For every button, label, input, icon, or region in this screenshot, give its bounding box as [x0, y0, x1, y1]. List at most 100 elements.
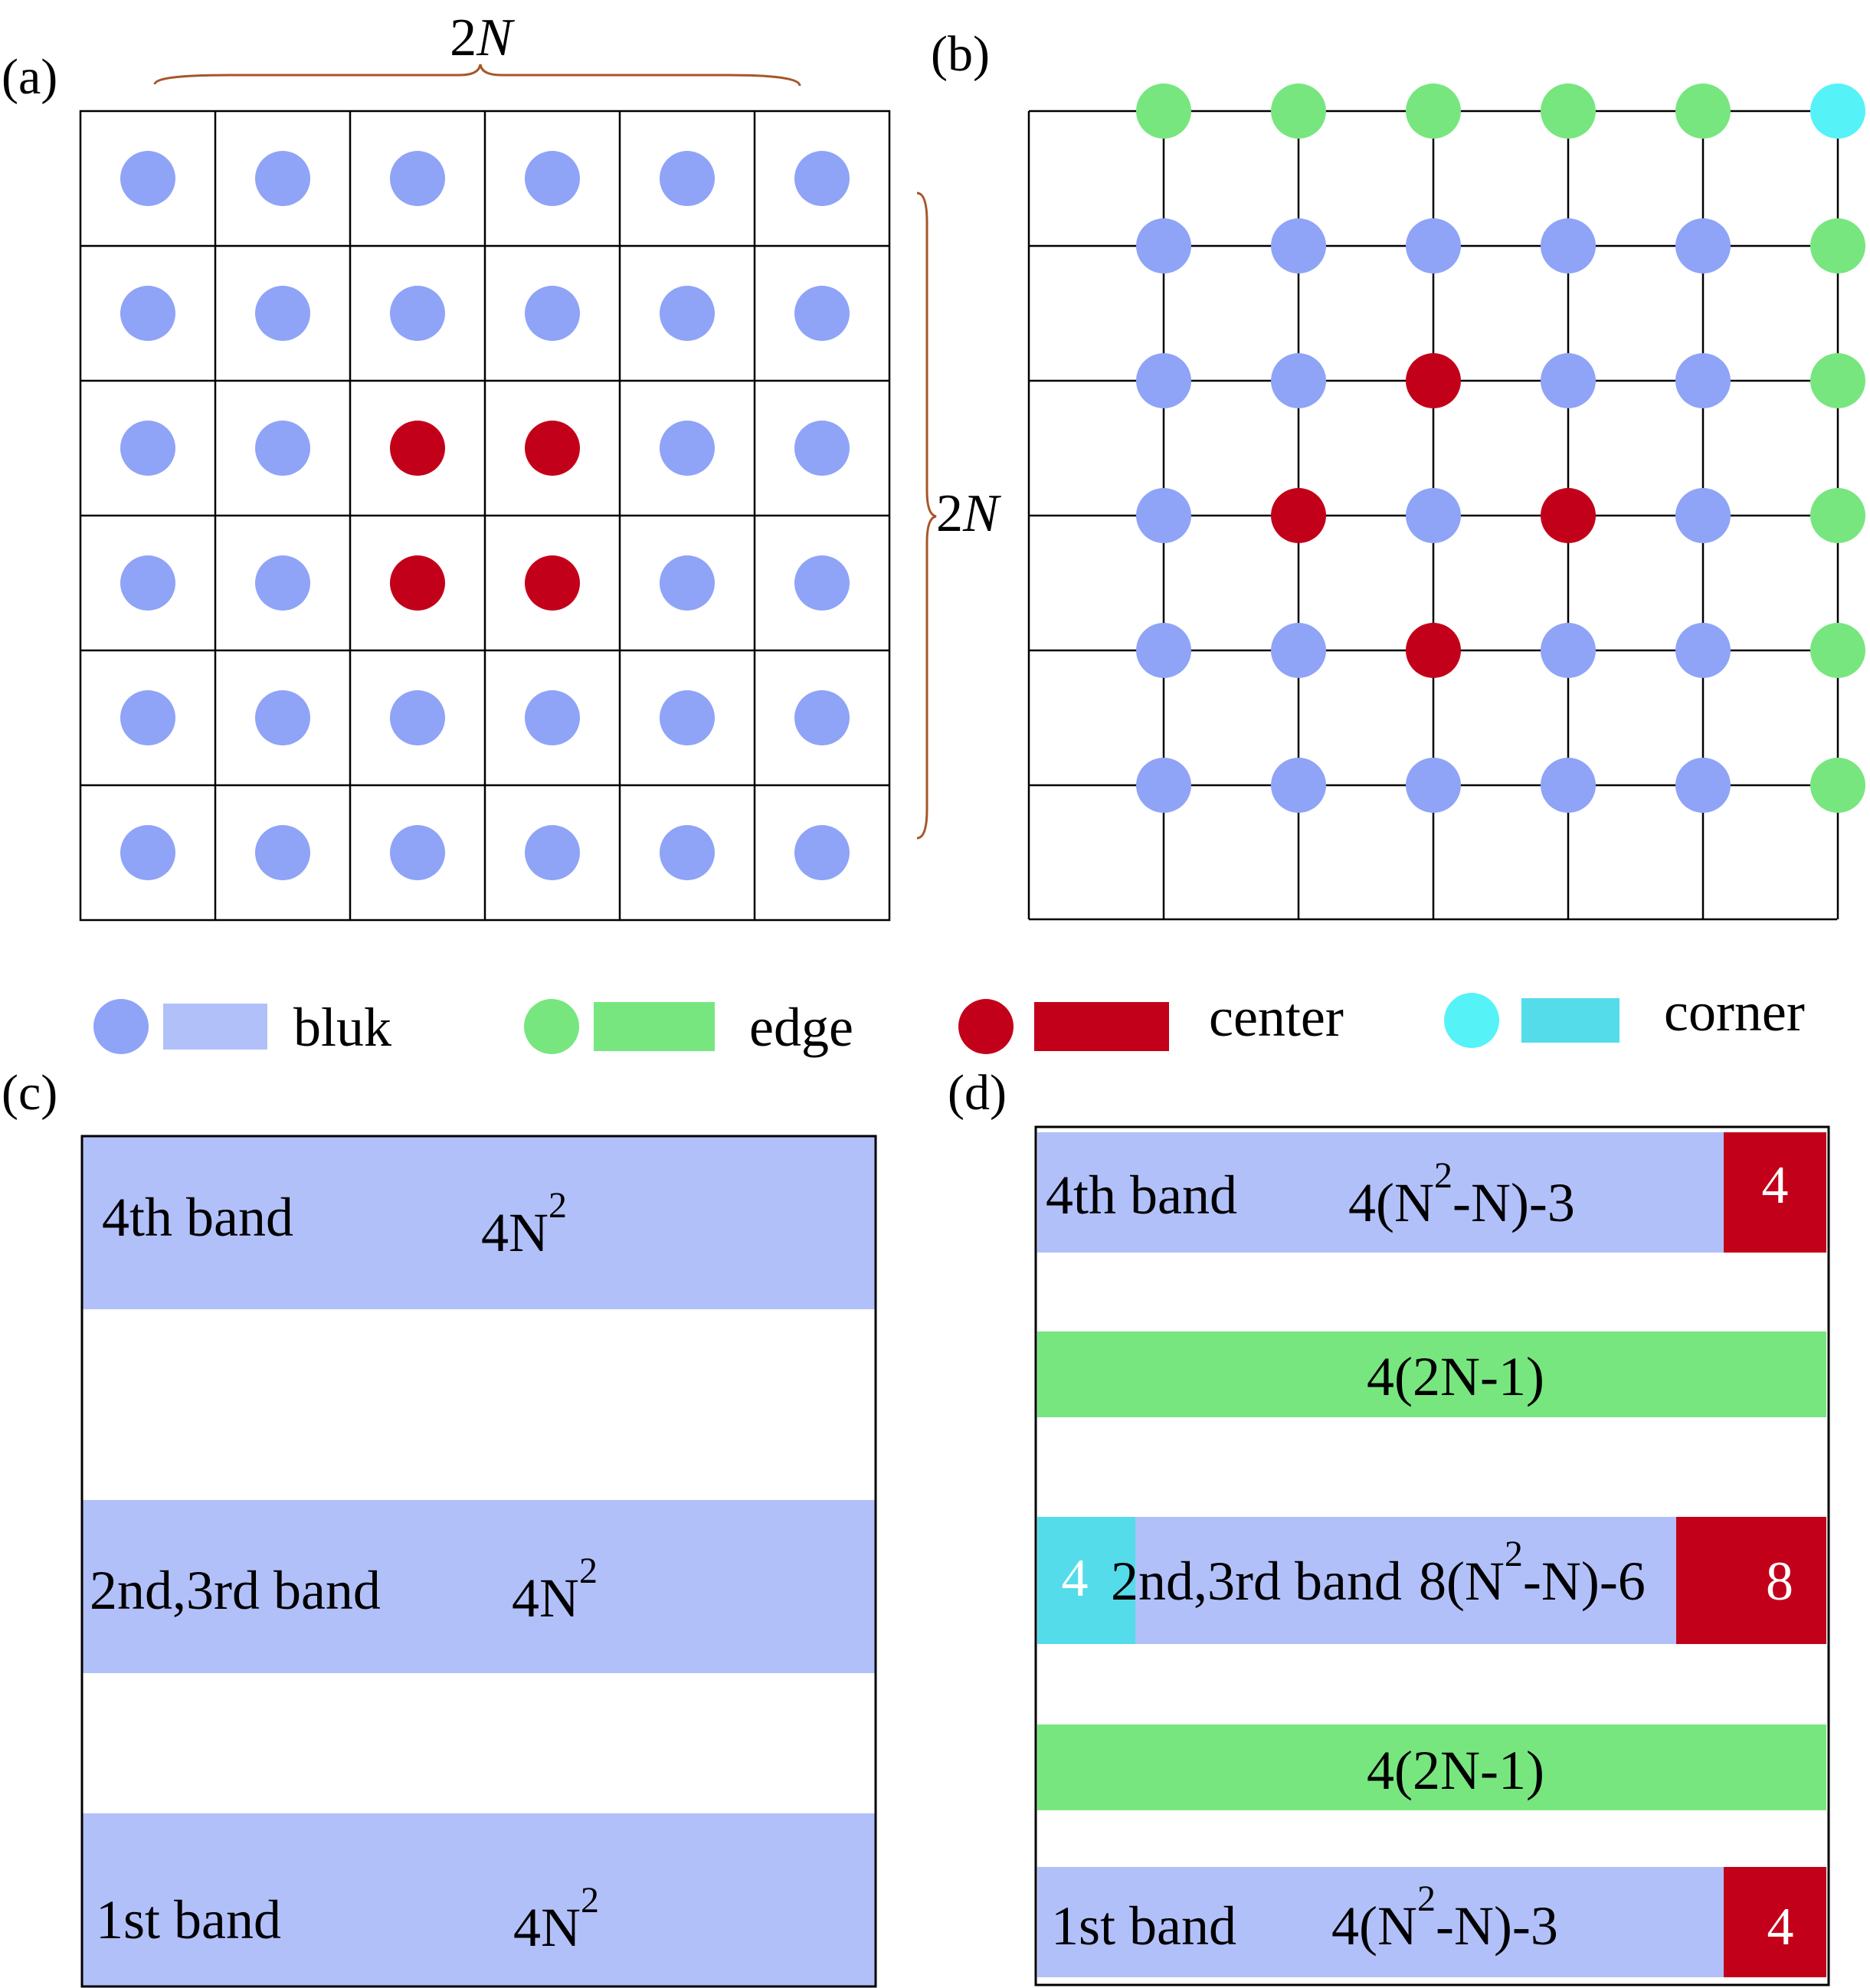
- panel-b-site-bulk: [1271, 758, 1326, 813]
- panel-c-1st-count: 4N2: [513, 1880, 599, 1958]
- panel-d-4th-count: 4(N2-N)-3: [1348, 1155, 1575, 1233]
- legend-bar-bulk: [163, 1004, 267, 1050]
- panel-a-height-brace: [916, 192, 937, 840]
- legend-label-edge: edge: [749, 997, 853, 1058]
- panel-d-1st-center-block: [1724, 1867, 1826, 1977]
- panel-b-site-bulk: [1136, 218, 1191, 273]
- panel-b-site-center: [1271, 488, 1326, 543]
- panel-d-edge-band-lower: [1037, 1724, 1826, 1810]
- panel-b-site-corner: [1810, 84, 1865, 139]
- panel-b-site-bulk: [1406, 218, 1461, 273]
- panel-a-site-bulk: [390, 825, 445, 880]
- panel-a-width-label: 2N: [450, 8, 515, 67]
- panel-b-site-edge: [1810, 623, 1865, 678]
- panel-b-site-edge: [1810, 758, 1865, 813]
- panel-b-site-bulk: [1675, 758, 1731, 813]
- panel-c-1st-name: 1st band: [96, 1889, 281, 1950]
- panel-d-1st-count: 4(N2-N)-3: [1331, 1878, 1558, 1957]
- panel-a-site-bulk: [120, 151, 175, 206]
- panel-b-site-center: [1406, 353, 1461, 408]
- panel-a-site-bulk: [120, 286, 175, 341]
- panel-b-site-center: [1406, 623, 1461, 678]
- panel-d-2nd-3rd-center-block: [1676, 1517, 1826, 1644]
- panel-b-site-bulk: [1271, 218, 1326, 273]
- panel-d-label: (d): [948, 1065, 1007, 1121]
- panel-a-sites: [120, 151, 850, 880]
- panel-a-site-bulk: [794, 690, 850, 745]
- legend-dot-edge: [524, 999, 579, 1054]
- panel-b-site-bulk: [1541, 623, 1596, 678]
- panel-d-2nd-3rd-center-count: 8: [1766, 1551, 1793, 1612]
- panel-b-site-edge: [1810, 488, 1865, 543]
- panel-c-band-4th: [82, 1136, 876, 1309]
- panel-a-site-bulk: [525, 286, 580, 341]
- panel-a-site-bulk: [390, 690, 445, 745]
- panel-b-site-bulk: [1541, 353, 1596, 408]
- legend-label-bulk: bluk: [293, 997, 391, 1058]
- legend-dot-corner: [1444, 993, 1499, 1048]
- panel-c-frame: [80, 1135, 877, 1988]
- panel-b-site-bulk: [1136, 623, 1191, 678]
- panel-a-width-brace: [153, 64, 801, 87]
- panel-d-4th-name: 4th band: [1046, 1164, 1237, 1226]
- panel-a-site-bulk: [120, 825, 175, 880]
- panel-b-sites: [1136, 84, 1865, 813]
- panel-a-site-center: [390, 555, 445, 611]
- panel-a-site-bulk: [660, 151, 715, 206]
- panel-a-site-bulk: [255, 151, 310, 206]
- panel-b-site-bulk: [1406, 488, 1461, 543]
- panel-a-site-bulk: [794, 151, 850, 206]
- panel-b-site-edge: [1810, 218, 1865, 273]
- panel-d-corner-count: 4: [1062, 1549, 1089, 1608]
- panel-a-site-center: [525, 555, 580, 611]
- panel-a-site-bulk: [255, 421, 310, 476]
- panel-b-site-bulk: [1136, 353, 1191, 408]
- panel-d-band-2nd-3rd: [1135, 1517, 1676, 1644]
- panel-a-site-bulk: [525, 151, 580, 206]
- legend-dot-center: [958, 999, 1014, 1054]
- panel-d-band-4th: [1037, 1132, 1724, 1253]
- panel-c-2nd-3rd-count: 4N2: [512, 1551, 598, 1629]
- panel-b-site-bulk: [1541, 218, 1596, 273]
- panel-a-site-bulk: [525, 690, 580, 745]
- panel-a-site-bulk: [120, 421, 175, 476]
- panel-c-band-2nd-3rd: [82, 1500, 876, 1673]
- panel-d-4th-center-count: 4: [1762, 1156, 1789, 1215]
- panel-c-label: (c): [2, 1065, 57, 1121]
- panel-b-label: (b): [931, 26, 990, 82]
- legend: bluk edge center corner: [93, 981, 1805, 1058]
- panel-a-site-bulk: [660, 421, 715, 476]
- panel-a-site-bulk: [794, 825, 850, 880]
- panel-d-1st-center-count: 4: [1767, 1898, 1794, 1957]
- panel-b-site-center: [1541, 488, 1596, 543]
- panel-a-site-bulk: [255, 690, 310, 745]
- panel-a-label: (a): [2, 49, 57, 105]
- panel-d-1st-name: 1st band: [1051, 1895, 1236, 1957]
- panel-a-site-bulk: [255, 555, 310, 611]
- legend-dot-bulk: [93, 999, 149, 1054]
- legend-bar-center: [1034, 1002, 1169, 1051]
- panel-d-corner-block: [1037, 1517, 1135, 1644]
- panel-a-site-bulk: [255, 825, 310, 880]
- legend-bar-corner: [1521, 998, 1619, 1043]
- panel-a-site-bulk: [660, 825, 715, 880]
- panel-a-site-bulk: [794, 286, 850, 341]
- panel-b-site-edge: [1136, 84, 1191, 139]
- legend-label-center: center: [1209, 987, 1344, 1048]
- panel-b-site-bulk: [1271, 353, 1326, 408]
- panel-b-site-bulk: [1136, 488, 1191, 543]
- panel-b-site-bulk: [1541, 758, 1596, 813]
- legend-label-corner: corner: [1664, 981, 1805, 1043]
- panel-a-site-bulk: [390, 151, 445, 206]
- panel-d-band-1st: [1037, 1867, 1724, 1977]
- panel-b-site-bulk: [1675, 353, 1731, 408]
- panel-a-site-bulk: [120, 555, 175, 611]
- panel-c-4th-count: 4N2: [481, 1185, 567, 1263]
- panel-d-edge-lower-count: 4(2N-1): [1367, 1740, 1544, 1801]
- panel-a-height-label: 2N: [936, 484, 1001, 543]
- panel-a-site-bulk: [390, 286, 445, 341]
- panel-d-frame: [1034, 1125, 1830, 1986]
- panel-a-site-bulk: [660, 555, 715, 611]
